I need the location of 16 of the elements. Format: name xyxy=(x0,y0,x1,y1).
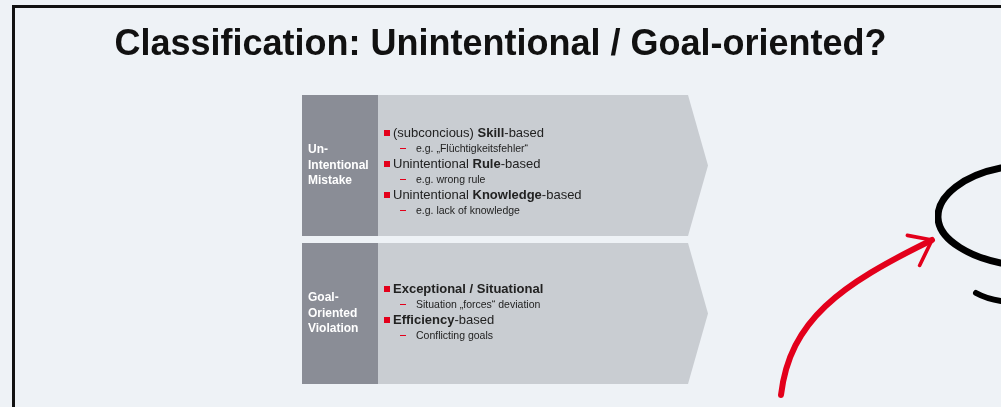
sub-item: Situation „forces“ deviation xyxy=(384,296,544,312)
sub-item: e.g. lack of knowledge xyxy=(384,202,582,218)
sub-item: Conflicting goals xyxy=(384,327,544,343)
chevron-band xyxy=(302,95,708,236)
category-label: Un- Intentional Mistake xyxy=(308,142,370,189)
bullet-item: Unintentional Rule-based xyxy=(384,156,582,172)
chevron-band xyxy=(302,243,708,384)
bullet-item: (subconcious) Skill-based xyxy=(384,125,582,141)
bullet-item: Exceptional / Situational xyxy=(384,281,544,297)
sub-item: e.g. „Flüchtigkeitsfehler“ xyxy=(384,140,582,156)
category-label: Goal- Oriented Violation xyxy=(308,290,360,337)
bullet-item: Efficiency-based xyxy=(384,312,544,328)
sub-item: e.g. wrong rule xyxy=(384,171,582,187)
hand-drawn-arrow xyxy=(778,233,935,398)
title: Classification: Unintentional / Goal-oriented? xyxy=(114,22,887,64)
bullet-item: Unintentional Knowledge-based xyxy=(384,187,582,203)
